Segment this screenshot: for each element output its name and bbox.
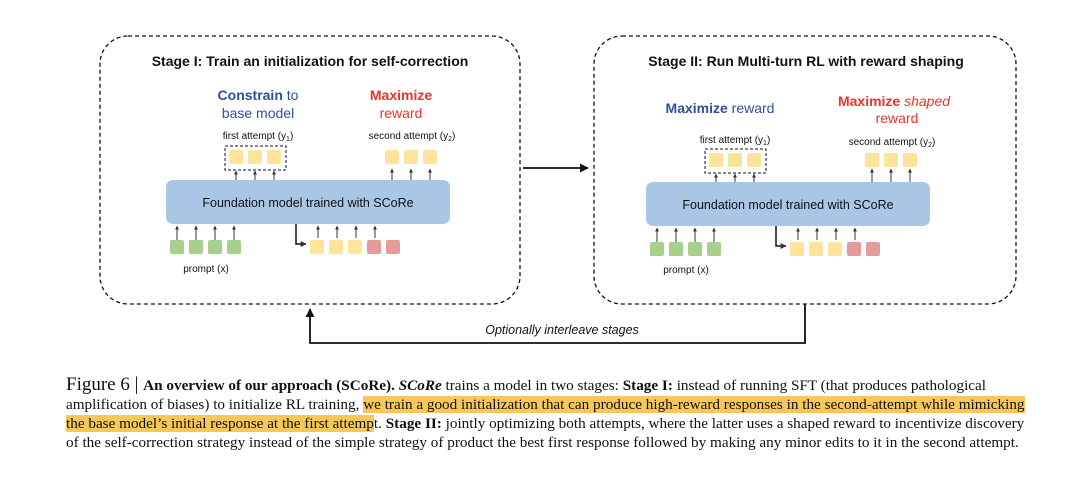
token-gen-negative (386, 240, 400, 254)
stage1-maximize-line2: reward (380, 105, 423, 121)
token-x (208, 240, 222, 254)
stage1-model-label: Foundation model trained with SCoRe (202, 196, 413, 210)
caption-text-1: trains a model in two stages: (441, 377, 623, 394)
stage2-maximize-shaped-label: Maximize shaped (838, 93, 951, 109)
token-y2 (865, 153, 879, 167)
caption-stage2-label: Stage II: (385, 415, 442, 432)
token-y2 (884, 153, 898, 167)
token-x (650, 242, 664, 256)
stage1-constrain-label: Constrain to (218, 87, 299, 103)
stage2-first-attempt-group (704, 148, 767, 174)
caption-title: An overview of our approach (SCoRe). (143, 377, 395, 394)
token-y2 (404, 150, 418, 164)
token-y1 (728, 153, 742, 167)
stage1-gen-arrows (316, 225, 377, 238)
token-y1 (248, 150, 262, 164)
token-x (688, 242, 702, 256)
token-x (669, 242, 683, 256)
stage2-model-box (646, 182, 930, 226)
interleave-loop-arrow (305, 304, 806, 344)
caption-text-2: instead of running SFT (that produces pa… (66, 377, 987, 413)
stage2-frame (593, 35, 1017, 305)
token-y1 (229, 150, 243, 164)
token-x (189, 240, 203, 254)
stage2-generate-arrow (775, 226, 787, 249)
token-gen-negative (367, 240, 381, 254)
stage2-maximize-shaped-line2: reward (876, 110, 919, 126)
caption-text-3: t. (373, 415, 386, 432)
token-y1 (747, 153, 761, 167)
token-gen (790, 242, 804, 256)
token-y1 (267, 150, 281, 164)
score-overview-diagram: Stage I: Train an initialization for sel… (99, 35, 1017, 344)
stage2-panel: Stage II: Run Multi-turn RL with reward … (593, 35, 1017, 305)
caption-score-name: SCoRe (398, 377, 442, 394)
stage2-output-arrows (714, 168, 912, 182)
token-gen (310, 240, 324, 254)
stage1-model-box (166, 180, 450, 224)
token-gen-negative (847, 242, 861, 256)
caption-stage1-label: Stage I: (622, 377, 673, 394)
token-y1 (709, 153, 723, 167)
token-gen (348, 240, 362, 254)
stage1-constrain-line2: base model (222, 105, 294, 121)
stage2-prompt-label: prompt (x) (663, 265, 709, 276)
stage1-prompt-arrows (175, 225, 236, 240)
token-y2 (423, 150, 437, 164)
stage2-title: Stage II: Run Multi-turn RL with reward … (648, 53, 964, 69)
token-gen (828, 242, 842, 256)
stage1-second-attempt-label: second attempt (y2) (369, 131, 456, 143)
stage1-first-attempt-group (224, 145, 287, 171)
stage2-first-attempt-label: first attempt (y1) (700, 135, 771, 147)
token-y2 (903, 153, 917, 167)
stage1-prompt-label: prompt (x) (183, 264, 229, 275)
token-gen-negative (866, 242, 880, 256)
stage1-first-attempt-label: first attempt (y1) (223, 131, 294, 143)
token-y2 (385, 150, 399, 164)
token-x (227, 240, 241, 254)
figure-label: Figure 6 | (66, 374, 144, 395)
stage1-maximize-label: Maximize (370, 87, 432, 103)
token-gen (329, 240, 343, 254)
token-x (707, 242, 721, 256)
token-x (170, 240, 184, 254)
stage2-second-attempt-label: second attempt (y2) (849, 137, 936, 149)
figure-caption: Figure 6 | An overview of our approach (… (66, 375, 1028, 452)
stage1-frame (99, 35, 521, 305)
interleave-label: Optionally interleave stages (485, 323, 639, 337)
stage2-prompt-arrows (655, 227, 716, 242)
stage2-gen-arrows (796, 227, 857, 240)
stage2-model-label: Foundation model trained with SCoRe (682, 198, 893, 212)
caption-text-4: jointly optimizing both attempts, where … (66, 415, 1025, 451)
stage1-title: Stage I: Train an initialization for sel… (152, 53, 469, 69)
stage1-output-arrows (234, 168, 432, 180)
stage1-generate-arrow (295, 224, 307, 247)
token-gen (809, 242, 823, 256)
stage2-maximize-label: Maximize reward (666, 100, 775, 116)
stage1-panel: Stage I: Train an initialization for sel… (99, 35, 521, 305)
